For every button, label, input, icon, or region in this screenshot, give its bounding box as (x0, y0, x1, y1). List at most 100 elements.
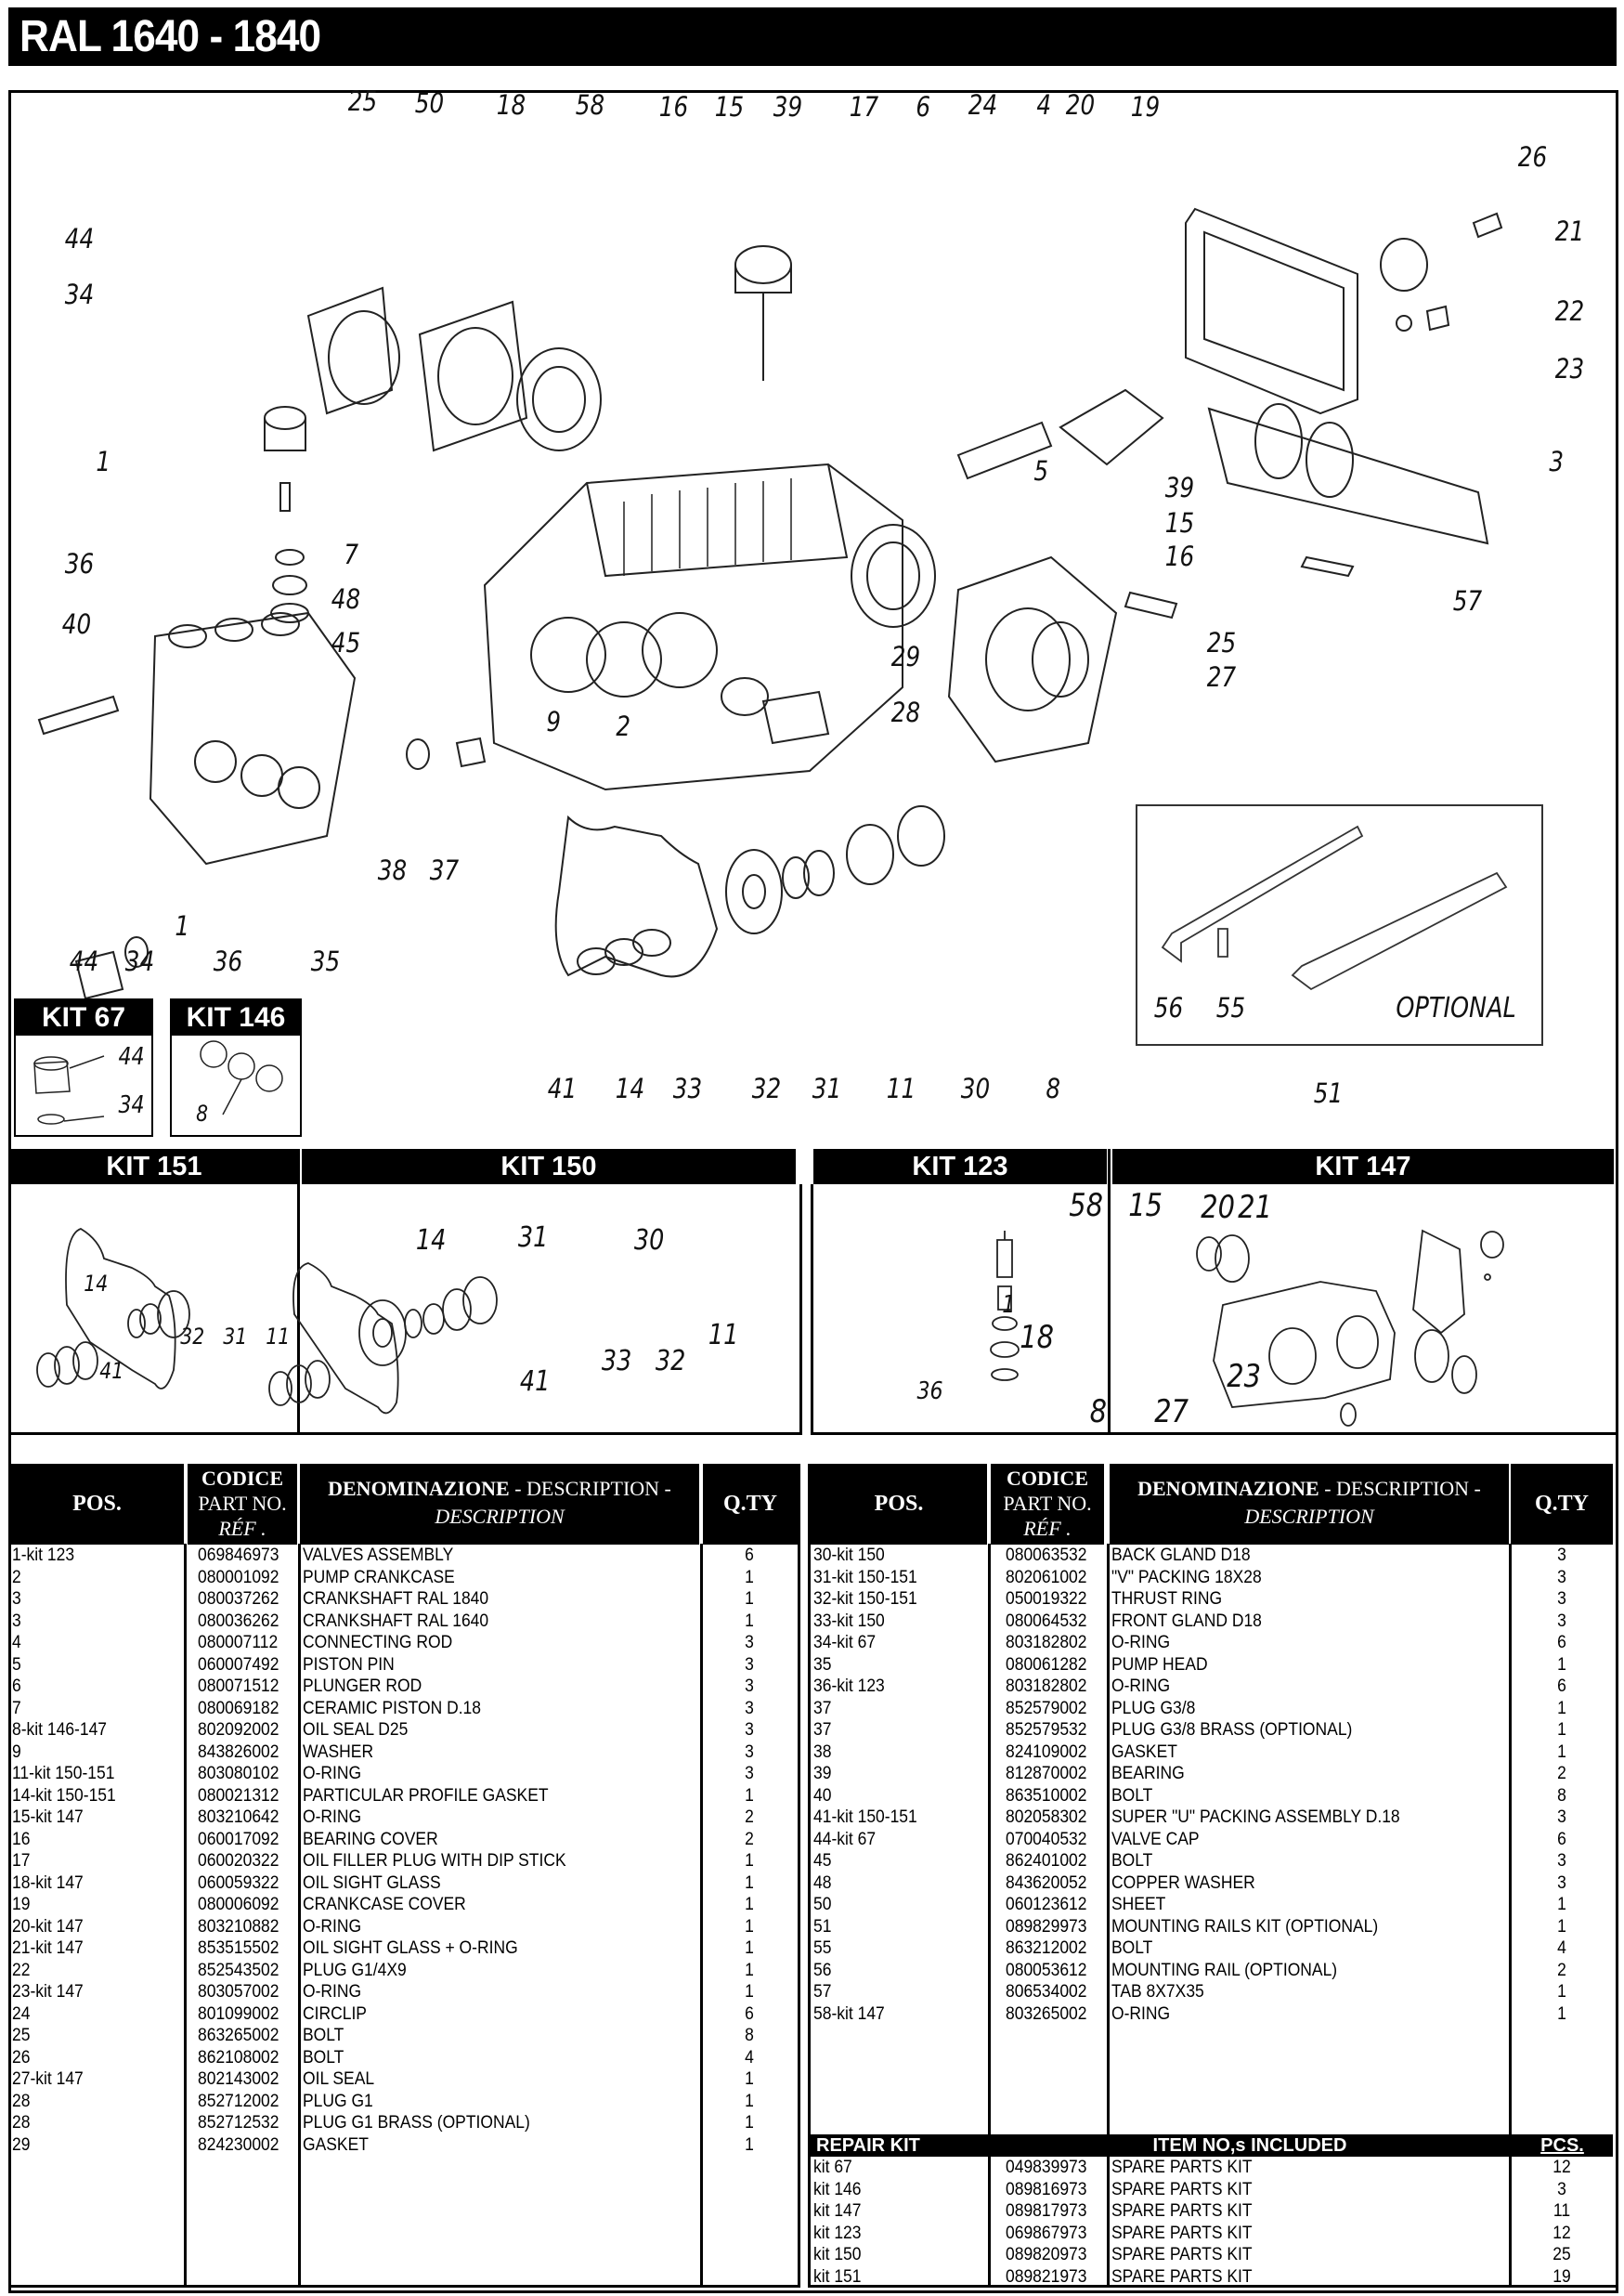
cell-pos: 11-kit 150-151 (12, 1764, 115, 1783)
kit-67-box: KIT 67 44 34 (14, 998, 153, 1137)
cell-description: PLUNGER ROD (303, 1676, 422, 1696)
cell-pos: 50 (813, 1895, 832, 1914)
cell-part-number: 803182802 (1006, 1633, 1087, 1652)
cell-description: "V" PACKING 18X28 (1111, 1567, 1262, 1587)
cell-description: BOLT (1111, 1785, 1153, 1806)
cell-qty: 1 (745, 1895, 754, 1914)
cell-kit-code: 089816973 (1006, 2179, 1087, 2199)
callout-34b: 34 (124, 946, 155, 977)
cell-part-number: 824109002 (1006, 1742, 1087, 1762)
cell-qty: 3 (1557, 1546, 1566, 1565)
cell-qty: 3 (745, 1654, 754, 1675)
kit-151-label-31: 31 (223, 1324, 248, 1350)
kit-123-label-1: 1 (1002, 1291, 1016, 1319)
header-description-right: DENOMINAZIONE - DESCRIPTION - DESCRIPTIO… (1110, 1464, 1509, 1545)
kit-123-title: KIT 123 (813, 1149, 1107, 1184)
cell-qty: 1 (745, 1982, 754, 2002)
cell-pos: 34-kit 67 (813, 1633, 877, 1652)
cell-pos: 3 (12, 1611, 21, 1631)
callout-40: 40 (61, 608, 92, 640)
cell-qty: 3 (745, 1676, 754, 1696)
cell-qty: 3 (1557, 1611, 1566, 1631)
cell-part-number: 080001092 (198, 1567, 279, 1587)
cell-pos: 20-kit 147 (12, 1916, 84, 1937)
cell-qty: 1 (745, 2091, 754, 2111)
cell-part-number: 080069182 (198, 1698, 279, 1718)
callout-4: 4 (1036, 89, 1052, 121)
cell-kit-description: SPARE PARTS KIT (1111, 2266, 1253, 2287)
cell-qty: 3 (1557, 1872, 1566, 1893)
cell-description: SUPER "U" PACKING ASSEMBLY D.18 (1111, 1807, 1400, 1827)
cell-pos: 48 (813, 1872, 832, 1893)
cell-qty: 3 (745, 1698, 754, 1718)
cell-pos: 56 (813, 1960, 832, 1980)
cell-description: PLUG G1 (303, 2091, 373, 2111)
optional-label: OPTIONAL (1396, 992, 1516, 1024)
callout-33: 33 (672, 1073, 703, 1104)
callout-58: 58 (575, 89, 605, 121)
cell-pos: 45 (813, 1851, 832, 1871)
cell-part-number: 060123612 (1006, 1895, 1087, 1914)
cell-pos: 32-kit 150-151 (813, 1589, 917, 1609)
cell-qty: 1 (745, 1567, 754, 1587)
cell-kit: kit 146 (813, 2179, 862, 2199)
cell-part-number: 803210642 (198, 1807, 279, 1827)
header-pos: POS. (10, 1464, 184, 1545)
cell-part-number: 803210882 (198, 1916, 279, 1937)
kit-150-label-33: 33 (601, 1345, 632, 1377)
header-code-right-line2: PART NO. (1003, 1492, 1092, 1515)
header-desc-right-bold: DENOMINAZIONE (1137, 1477, 1319, 1500)
cell-pos: 3 (12, 1589, 21, 1609)
cell-kit-code: 089820973 (1006, 2245, 1087, 2264)
cell-description: PARTICULAR PROFILE GASKET (303, 1785, 549, 1806)
cell-part-number: 080037262 (198, 1589, 279, 1609)
header-code-right-line1: CODICE (1006, 1467, 1088, 1490)
cell-qty: 1 (1557, 1698, 1566, 1718)
header-qty-right-label: Q.TY (1534, 1492, 1589, 1516)
cell-part-number: 080063532 (1006, 1546, 1087, 1565)
cell-pos: 29 (12, 2134, 31, 2155)
cell-description: MOUNTING RAILS KIT (OPTIONAL) (1111, 1916, 1379, 1937)
cell-pos: 16 (12, 1829, 31, 1849)
kit-150-label-41: 41 (519, 1365, 551, 1398)
kit-146-box: KIT 146 8 (170, 998, 302, 1137)
kit-147-label-20: 20 (1201, 1189, 1236, 1226)
cell-qty: 1 (745, 1916, 754, 1937)
cell-pos: 8-kit 146-147 (12, 1720, 108, 1740)
cell-pos: 18-kit 147 (12, 1872, 84, 1893)
cell-description: GASKET (1111, 1742, 1177, 1762)
kit-67-label-34: 34 (118, 1091, 145, 1119)
cell-description: OIL SIGHT GLASS + O-RING (303, 1938, 518, 1958)
cell-description: O-RING (303, 1807, 362, 1827)
cell-pos: 57 (813, 1982, 832, 2002)
cell-description: PUMP CRANKCASE (303, 1567, 455, 1587)
cell-pos: 55 (813, 1938, 832, 1958)
exploded-diagram: 25 50 18 58 16 15 39 17 6 24 4 20 19 26 … (11, 85, 1613, 1124)
cell-pos: 51 (813, 1916, 832, 1937)
cell-part-number: 803080102 (198, 1764, 279, 1783)
cell-part-number: 803057002 (198, 1982, 279, 2002)
kit-67-label-44: 44 (118, 1043, 145, 1071)
callout-22: 22 (1554, 295, 1585, 327)
kit-147-label-18: 18 (1020, 1319, 1055, 1356)
cell-description: CIRCLIP (303, 2003, 367, 2024)
cell-kit-pcs: 12 (1553, 2158, 1571, 2177)
cell-part-number: 852712002 (198, 2091, 279, 2111)
cell-part-number: 852579532 (1006, 1720, 1087, 1740)
cell-qty: 1 (1557, 1654, 1566, 1675)
kit-123-147-panel (811, 1184, 1618, 1435)
cell-part-number: 080071512 (198, 1676, 279, 1696)
callout-38: 38 (377, 854, 408, 886)
cell-kit-code: 089821973 (1006, 2266, 1087, 2287)
cell-qty: 8 (1557, 1785, 1566, 1806)
cell-kit-description: SPARE PARTS KIT (1111, 2158, 1253, 2177)
kit-147-label-27: 27 (1154, 1393, 1189, 1430)
callout-17: 17 (849, 91, 879, 123)
cell-part-number: 862108002 (198, 2047, 279, 2068)
cell-kit: kit 150 (813, 2245, 862, 2264)
cell-part-number: 852579002 (1006, 1698, 1087, 1718)
cell-kit: kit 151 (813, 2266, 862, 2287)
kit-151-title: KIT 151 (11, 1149, 297, 1184)
cell-qty: 3 (745, 1720, 754, 1740)
cell-description: PISTON PIN (303, 1654, 395, 1675)
